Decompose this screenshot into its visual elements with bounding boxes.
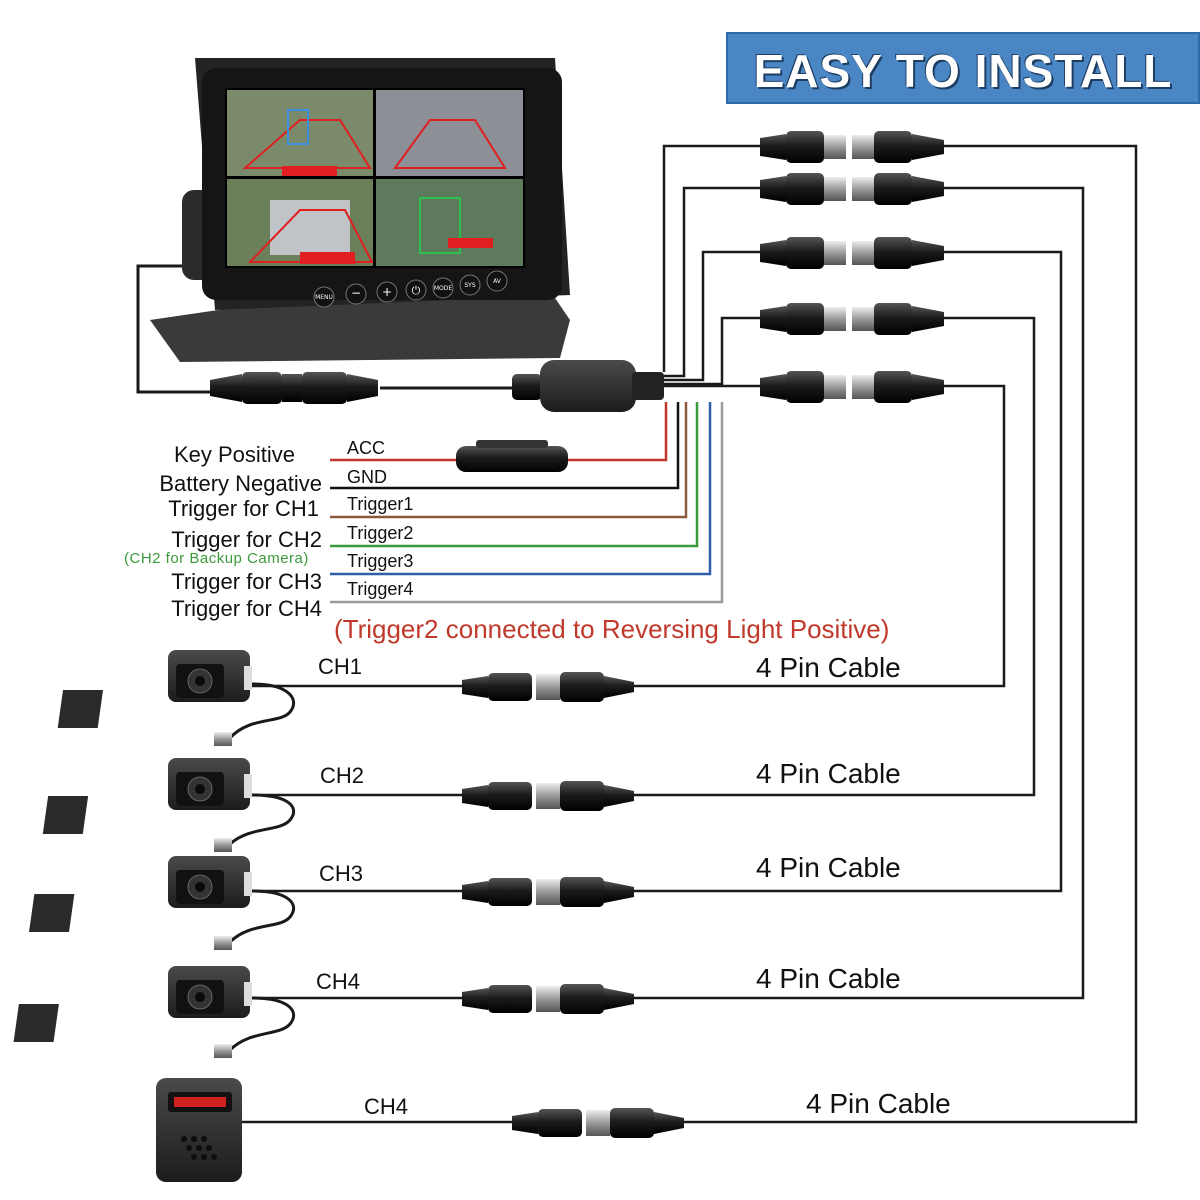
camera-ch2 <box>42 758 296 852</box>
key-positive-label: Key Positive <box>173 442 295 467</box>
ch1-cable-label: 4 Pin Cable <box>756 652 901 683</box>
fuse-holder <box>456 440 568 472</box>
plus-button[interactable]: + <box>376 281 398 303</box>
monitor: MENU − + ⏻ MODE SYS AV <box>150 58 570 362</box>
trunk-connector-2 <box>760 173 944 205</box>
monitor-cable-connector <box>210 372 378 404</box>
trunk-connectors <box>760 131 944 403</box>
trunk-wires <box>662 144 760 388</box>
monitor-stand <box>150 298 570 362</box>
alarm-led-strip <box>174 1097 226 1107</box>
camera-ch4 <box>13 966 296 1058</box>
banner-title: EASY TO INSTALL <box>753 45 1173 97</box>
sys-button[interactable]: SYS <box>459 274 481 296</box>
svg-text:−: − <box>351 286 361 300</box>
trigger2-wire-label: Trigger2 <box>347 523 414 543</box>
ch2-label: CH2 <box>320 763 365 788</box>
alarm-cable-connector <box>512 1108 684 1138</box>
trunk-connector-5 <box>760 371 944 403</box>
av-button[interactable]: AV <box>486 270 508 292</box>
ch3-label: CH3 <box>319 861 364 886</box>
monitor-buttons: MENU − + ⏻ MODE SYS AV <box>313 270 508 308</box>
trigger1-wire-label: Trigger1 <box>347 494 414 514</box>
battery-negative-label: Battery Negative <box>159 471 322 496</box>
ch2-cable-connector <box>462 781 634 811</box>
trigger4-wire-label: Trigger4 <box>347 579 414 599</box>
svg-text:MODE: MODE <box>434 285 453 292</box>
power-button[interactable]: ⏻ <box>405 279 427 301</box>
svg-text:⏻: ⏻ <box>412 284 421 297</box>
acc-wire-label: ACC <box>347 438 386 458</box>
trigger-ch4-label: Trigger for CH4 <box>171 596 322 621</box>
alarm-channel-label: CH4 <box>364 1094 409 1119</box>
ch2-backup-note: (CH2 for Backup Camera) <box>124 550 309 567</box>
gnd-wire-label: GND <box>347 467 387 487</box>
mode-button[interactable]: MODE <box>432 277 454 299</box>
trunk-connector-3 <box>760 237 944 269</box>
trigger3-wire <box>330 402 712 576</box>
trunk-connector-4 <box>760 303 944 335</box>
screen-view-ch4 <box>376 179 523 266</box>
trigger2-reversing-note: (Trigger2 connected to Reversing Light P… <box>334 614 890 644</box>
monitor-cable <box>136 264 518 394</box>
camera-ch1 <box>57 650 296 746</box>
monitor-screen <box>225 88 525 268</box>
trigger2-wire <box>330 402 699 548</box>
alarm-cable-label: 4 Pin Cable <box>806 1088 951 1119</box>
ch1-cable-connector <box>462 672 634 702</box>
trigger4-wire <box>330 402 724 604</box>
acc-wire <box>330 402 668 462</box>
svg-text:SYS: SYS <box>464 282 475 289</box>
alarm-speaker-grille <box>181 1136 217 1160</box>
easy-install-banner: EASY TO INSTALL <box>726 32 1200 104</box>
trigger-ch1-label: Trigger for CH1 <box>168 496 319 521</box>
gnd-wire <box>330 402 680 490</box>
reverse-alarm <box>156 1078 242 1182</box>
trigger-ch3-label: Trigger for CH3 <box>171 569 322 594</box>
svg-text:+: + <box>382 285 392 299</box>
ch4-label: CH4 <box>316 969 361 994</box>
menu-button[interactable]: MENU <box>313 286 335 308</box>
ch1-label: CH1 <box>318 654 363 679</box>
trunk-connector-1 <box>760 131 944 163</box>
trigger-ch2-label: Trigger for CH2 <box>171 527 322 552</box>
screen-view-ch1 <box>227 90 373 176</box>
device-connectors <box>462 672 684 1138</box>
ch4-cable-connector <box>462 984 634 1014</box>
ch2-cable-label: 4 Pin Cable <box>756 758 901 789</box>
trunk-runs <box>634 144 1138 1124</box>
ch4-cable-label: 4 Pin Cable <box>756 963 901 994</box>
trigger3-wire-label: Trigger3 <box>347 551 414 571</box>
ch3-cable-label: 4 Pin Cable <box>756 852 901 883</box>
svg-text:MENU: MENU <box>315 294 333 301</box>
ch3-cable-connector <box>462 877 634 907</box>
trigger1-wire <box>330 402 688 519</box>
camera-leads <box>242 684 512 1124</box>
camera-ch3 <box>29 856 296 950</box>
minus-button[interactable]: − <box>345 283 367 305</box>
svg-text:AV: AV <box>493 278 502 285</box>
power-trigger-wires <box>330 402 724 604</box>
splitter-hub <box>512 360 664 412</box>
